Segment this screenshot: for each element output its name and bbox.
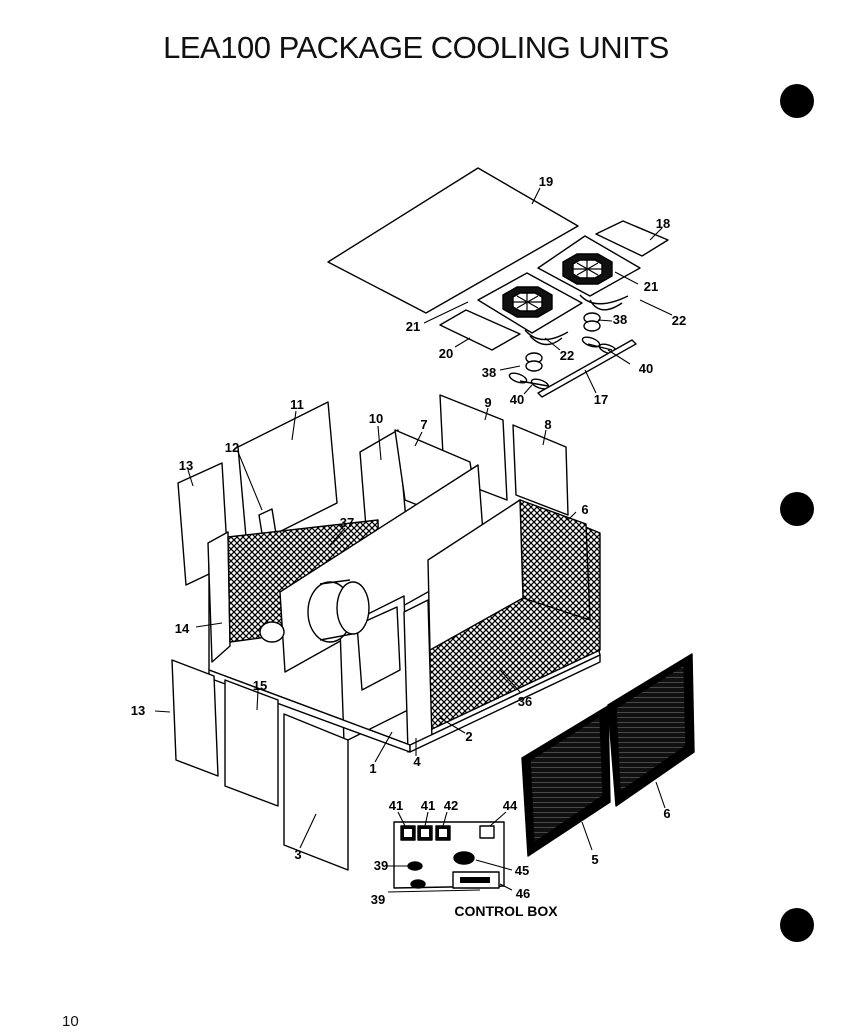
binder-hole-bottom: [780, 908, 814, 942]
callout-2: 2: [465, 729, 472, 744]
callout-44: 44: [503, 798, 518, 813]
callout-36: 36: [518, 694, 532, 709]
front-corner-post: [403, 599, 433, 753]
contactor-41a: [400, 825, 416, 841]
panel-3: [283, 713, 349, 871]
fan-motor-left: [525, 352, 543, 372]
callout-11: 11: [290, 397, 304, 412]
callout-8: 8: [544, 417, 551, 432]
callout-42: 42: [444, 798, 458, 813]
fan-support-bar: [537, 339, 637, 398]
control-box-label: CONTROL BOX: [454, 903, 558, 919]
base-rail-right: [409, 654, 601, 753]
callout-15: 15: [253, 678, 267, 693]
fan-shroud-right: [579, 294, 629, 305]
callout-labels: 19 18 21 21 22 22 38 38 40 40 20 17 11 1…: [131, 174, 686, 919]
callout-21-left: 21: [406, 319, 420, 334]
callout-39-upper: 39: [374, 858, 388, 873]
binder-hole-top: [780, 84, 814, 118]
relay-45: [453, 851, 475, 865]
callout-13-upper: 13: [179, 458, 193, 473]
callout-17: 17: [594, 392, 608, 407]
callout-14: 14: [175, 621, 190, 636]
top-cover-panel: [327, 167, 579, 314]
contactor-41b: [417, 825, 433, 841]
callout-22-right: 22: [672, 313, 686, 328]
callout-38-right: 38: [613, 312, 627, 327]
blower-wheel: [307, 579, 370, 643]
callout-20: 20: [439, 346, 453, 361]
callout-21-right: 21: [644, 279, 658, 294]
cover-strip-18: [595, 220, 669, 257]
callout-39-lower: 39: [371, 892, 385, 907]
panel-11: [237, 401, 338, 549]
callout-37: 37: [340, 515, 354, 530]
leader-lines: [154, 187, 673, 893]
cabinet-left-end: [207, 531, 231, 663]
fan-shroud-left-lower: [529, 335, 563, 346]
capacitor-39b: [410, 879, 426, 889]
callout-38-left: 38: [482, 365, 496, 380]
fan-shroud-right-lower: [589, 299, 623, 311]
callout-6-lower: 6: [663, 806, 670, 821]
transformer-44: [479, 825, 495, 839]
callout-40-right: 40: [639, 361, 653, 376]
callout-46: 46: [516, 886, 530, 901]
callout-7: 7: [420, 417, 427, 432]
blower-motor: [259, 621, 285, 643]
diagram-title: LEA100 PACKAGE COOLING UNITS: [163, 30, 669, 65]
fan-grille-right: [562, 253, 613, 285]
fan-motor-right: [583, 312, 601, 332]
contactor-42: [435, 825, 451, 841]
binder-hole-middle: [780, 492, 814, 526]
callout-5: 5: [591, 852, 598, 867]
callout-40-left: 40: [510, 392, 524, 407]
callout-9: 9: [484, 395, 491, 410]
blower-inlet-box: [356, 606, 401, 691]
callout-3: 3: [294, 847, 301, 862]
callout-19: 19: [539, 174, 553, 189]
fan-shroud-left: [524, 329, 569, 341]
callout-4: 4: [413, 754, 421, 769]
callout-41-left: 41: [389, 798, 403, 813]
fan-grille-left: [502, 286, 553, 318]
cover-strip-20: [439, 309, 521, 351]
callout-1: 1: [369, 761, 376, 776]
guard-panel-5: [521, 705, 611, 857]
panel-8: [512, 424, 569, 516]
capacitor-39a: [407, 861, 423, 871]
panel-13-lower: [171, 659, 219, 777]
callout-41-right: 41: [421, 798, 435, 813]
callout-22-left: 22: [560, 348, 574, 363]
callout-13-lower: 13: [131, 703, 145, 718]
panel-15: [224, 679, 279, 807]
callout-6-upper: 6: [581, 502, 588, 517]
callout-45: 45: [515, 863, 529, 878]
guard-panel-6: [607, 653, 695, 807]
condenser-partition: [427, 499, 524, 651]
callout-18: 18: [656, 216, 670, 231]
callout-10: 10: [369, 411, 383, 426]
page-number: 10: [62, 1013, 79, 1030]
callout-12: 12: [225, 440, 239, 455]
